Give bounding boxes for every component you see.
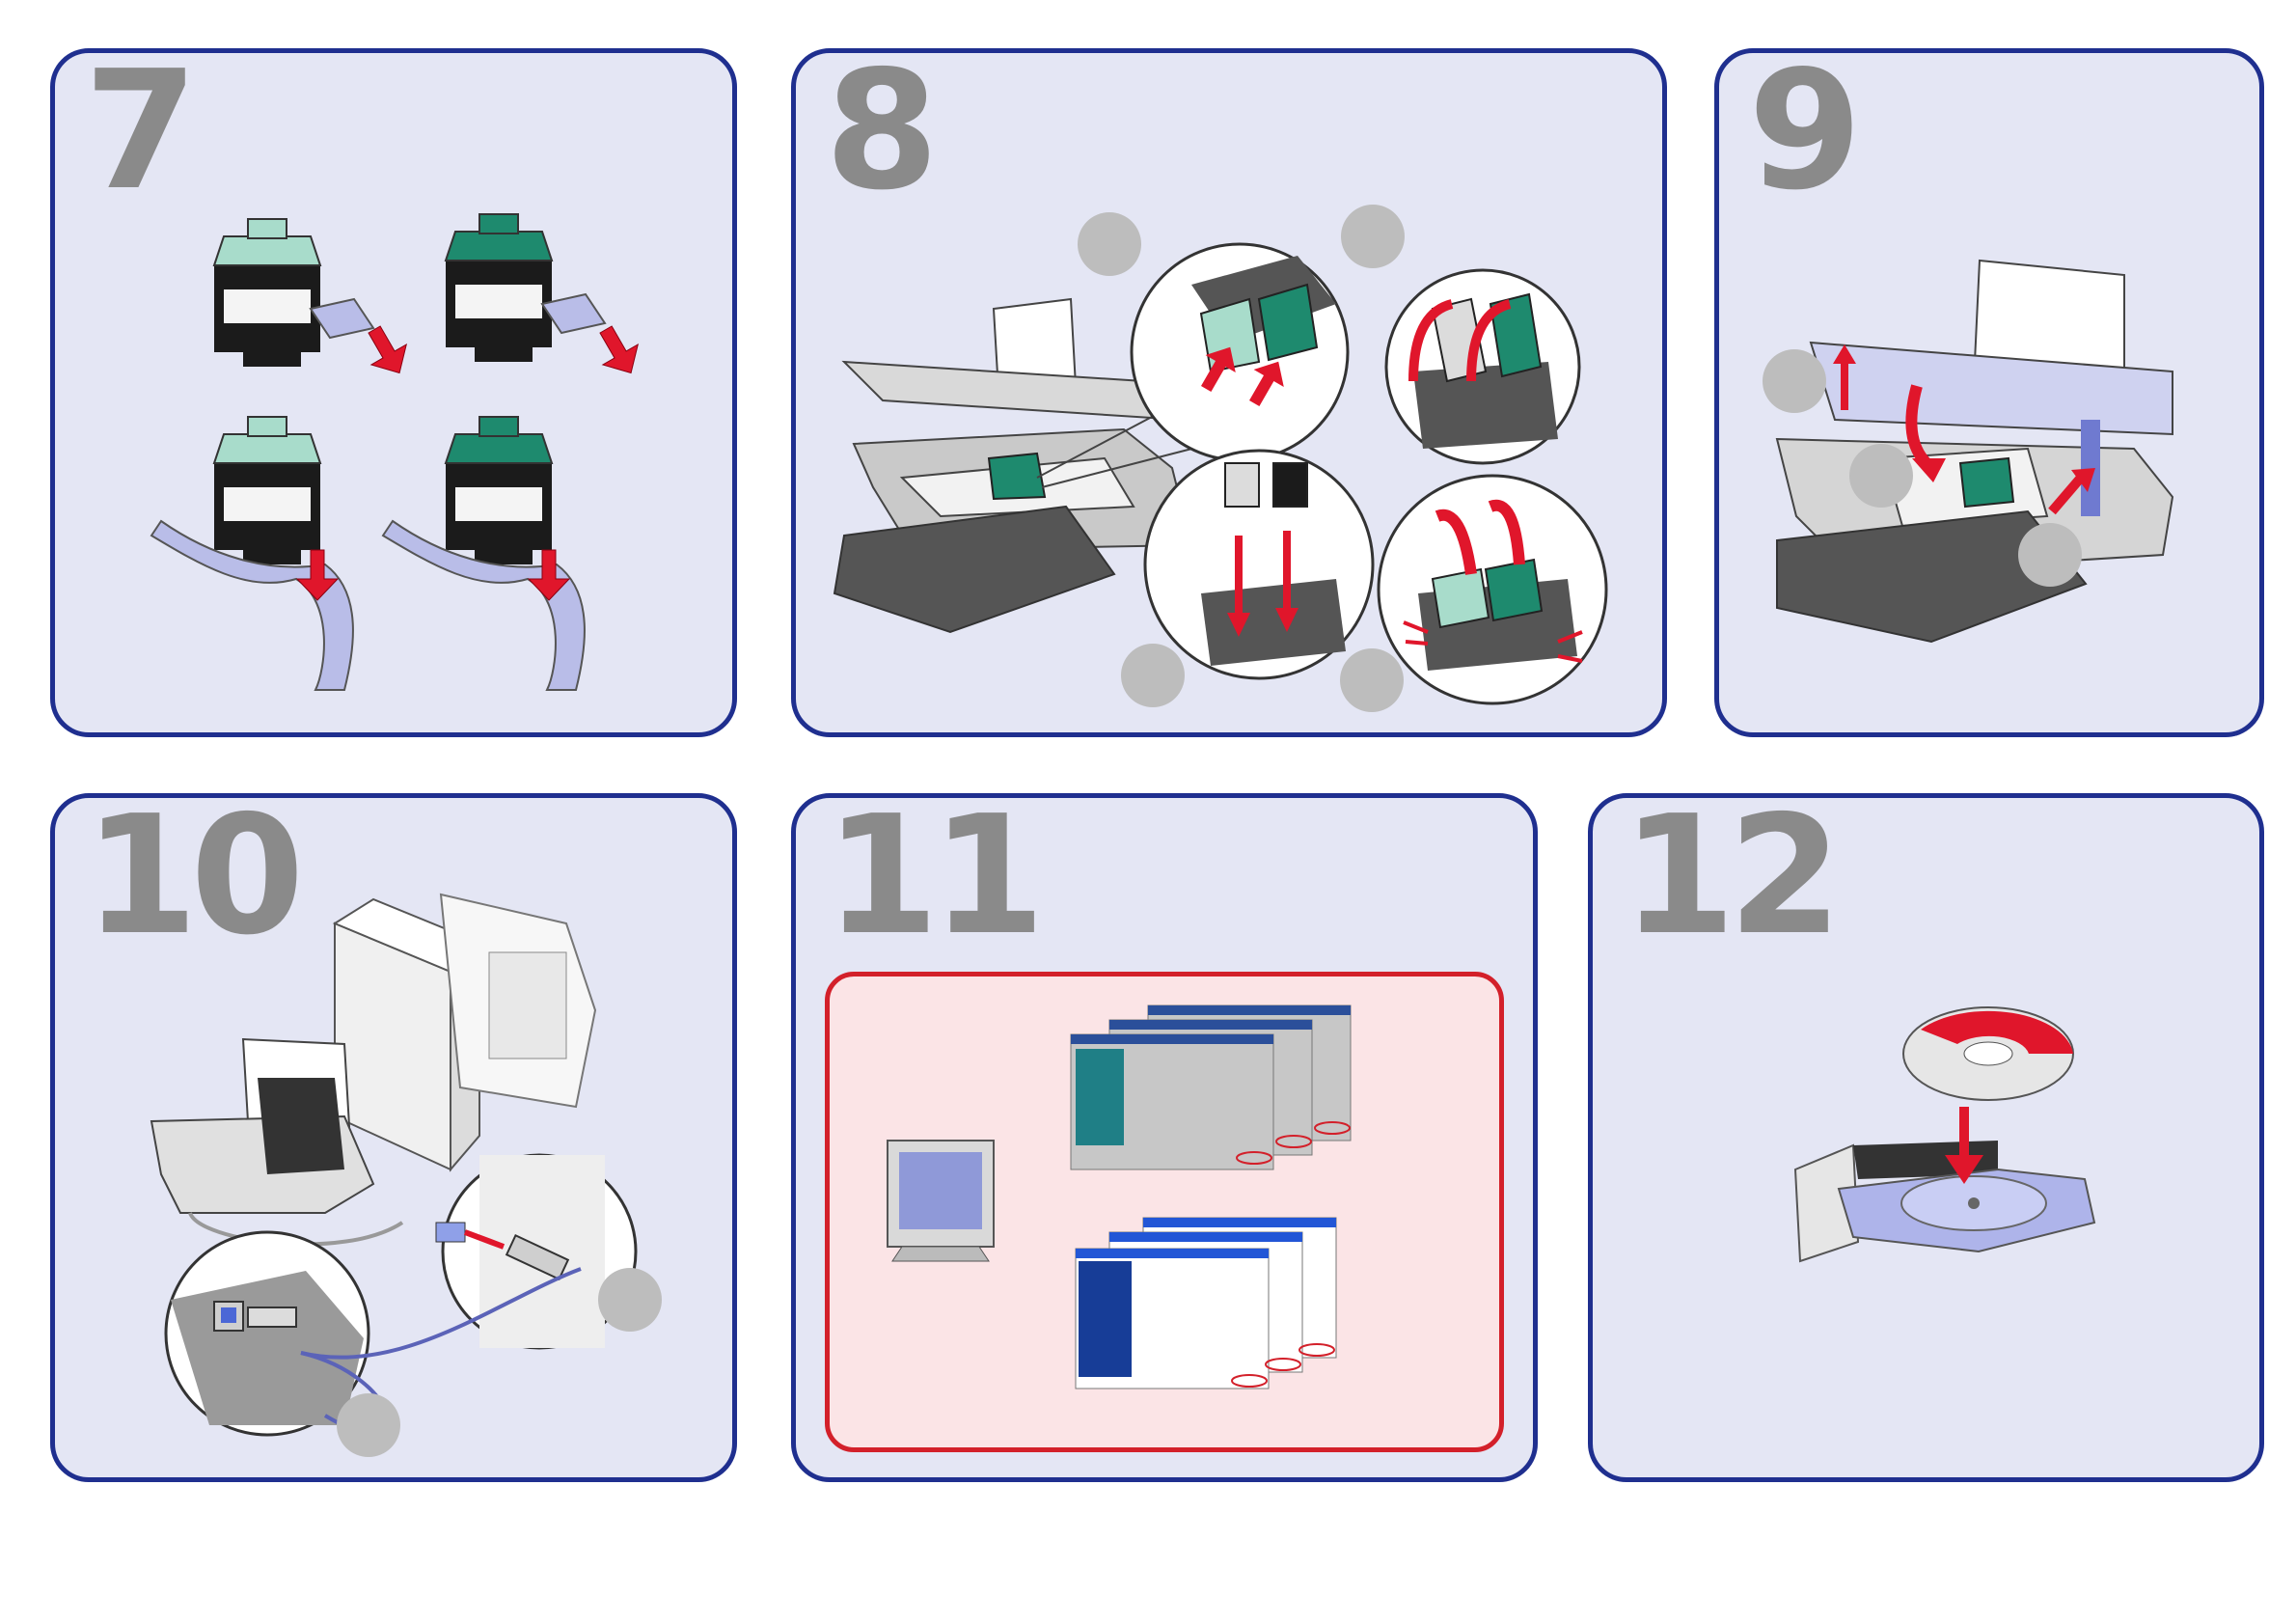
connect-usb-cable-illustration — [55, 798, 737, 1482]
close-scanner-lid-illustration — [1719, 53, 2264, 737]
remove-cartridge-tape-illustration — [55, 53, 737, 737]
installer-screens-box — [825, 972, 1504, 1452]
insert-cd-illustration — [1593, 798, 2264, 1482]
step-panel-7: 7 — [50, 48, 737, 737]
callout-marker — [1341, 205, 1405, 268]
monitor-icon — [888, 1141, 994, 1261]
callout-marker — [1763, 349, 1826, 413]
step-panel-8: 8 — [791, 48, 1667, 737]
step-number: 11 — [825, 794, 1038, 958]
step-panel-12: 12 — [1588, 793, 2264, 1482]
step-panel-11: 11 — [791, 793, 1538, 1482]
callout-marker — [1849, 444, 1913, 508]
installer-wizard-illustration — [830, 977, 1509, 1457]
wizard-window-icon — [1071, 1005, 1351, 1169]
printer-icon — [151, 1039, 373, 1213]
callout-marker — [337, 1393, 400, 1457]
callout-marker — [1121, 644, 1185, 707]
step-panel-9: 9 — [1714, 48, 2264, 737]
callout-marker — [1078, 212, 1141, 276]
callout-marker — [2018, 523, 2082, 587]
cd-disc-icon — [1903, 1007, 2073, 1100]
wizard-window-icon — [1076, 1218, 1336, 1389]
cartridge-icon — [446, 214, 552, 362]
callout-marker — [1340, 648, 1404, 712]
callout-marker — [598, 1268, 662, 1332]
computer-icon — [335, 894, 595, 1169]
carrier-detail-lids-up — [1386, 270, 1579, 463]
printer-icon — [1777, 261, 2173, 642]
cartridge-icon — [214, 219, 320, 367]
cartridge-icon — [214, 417, 320, 564]
cartridge-icon — [446, 417, 552, 564]
install-cartridges-illustration — [796, 53, 1667, 737]
red-arrow-icon — [588, 319, 648, 383]
carrier-detail-click — [1379, 476, 1606, 703]
carrier-detail-insert — [1145, 451, 1373, 678]
usb-port-detail-printer — [166, 1232, 369, 1435]
step-panel-10: 10 — [50, 793, 737, 1482]
carrier-detail-open — [1132, 244, 1348, 460]
cd-tray-icon — [1795, 1141, 2094, 1261]
